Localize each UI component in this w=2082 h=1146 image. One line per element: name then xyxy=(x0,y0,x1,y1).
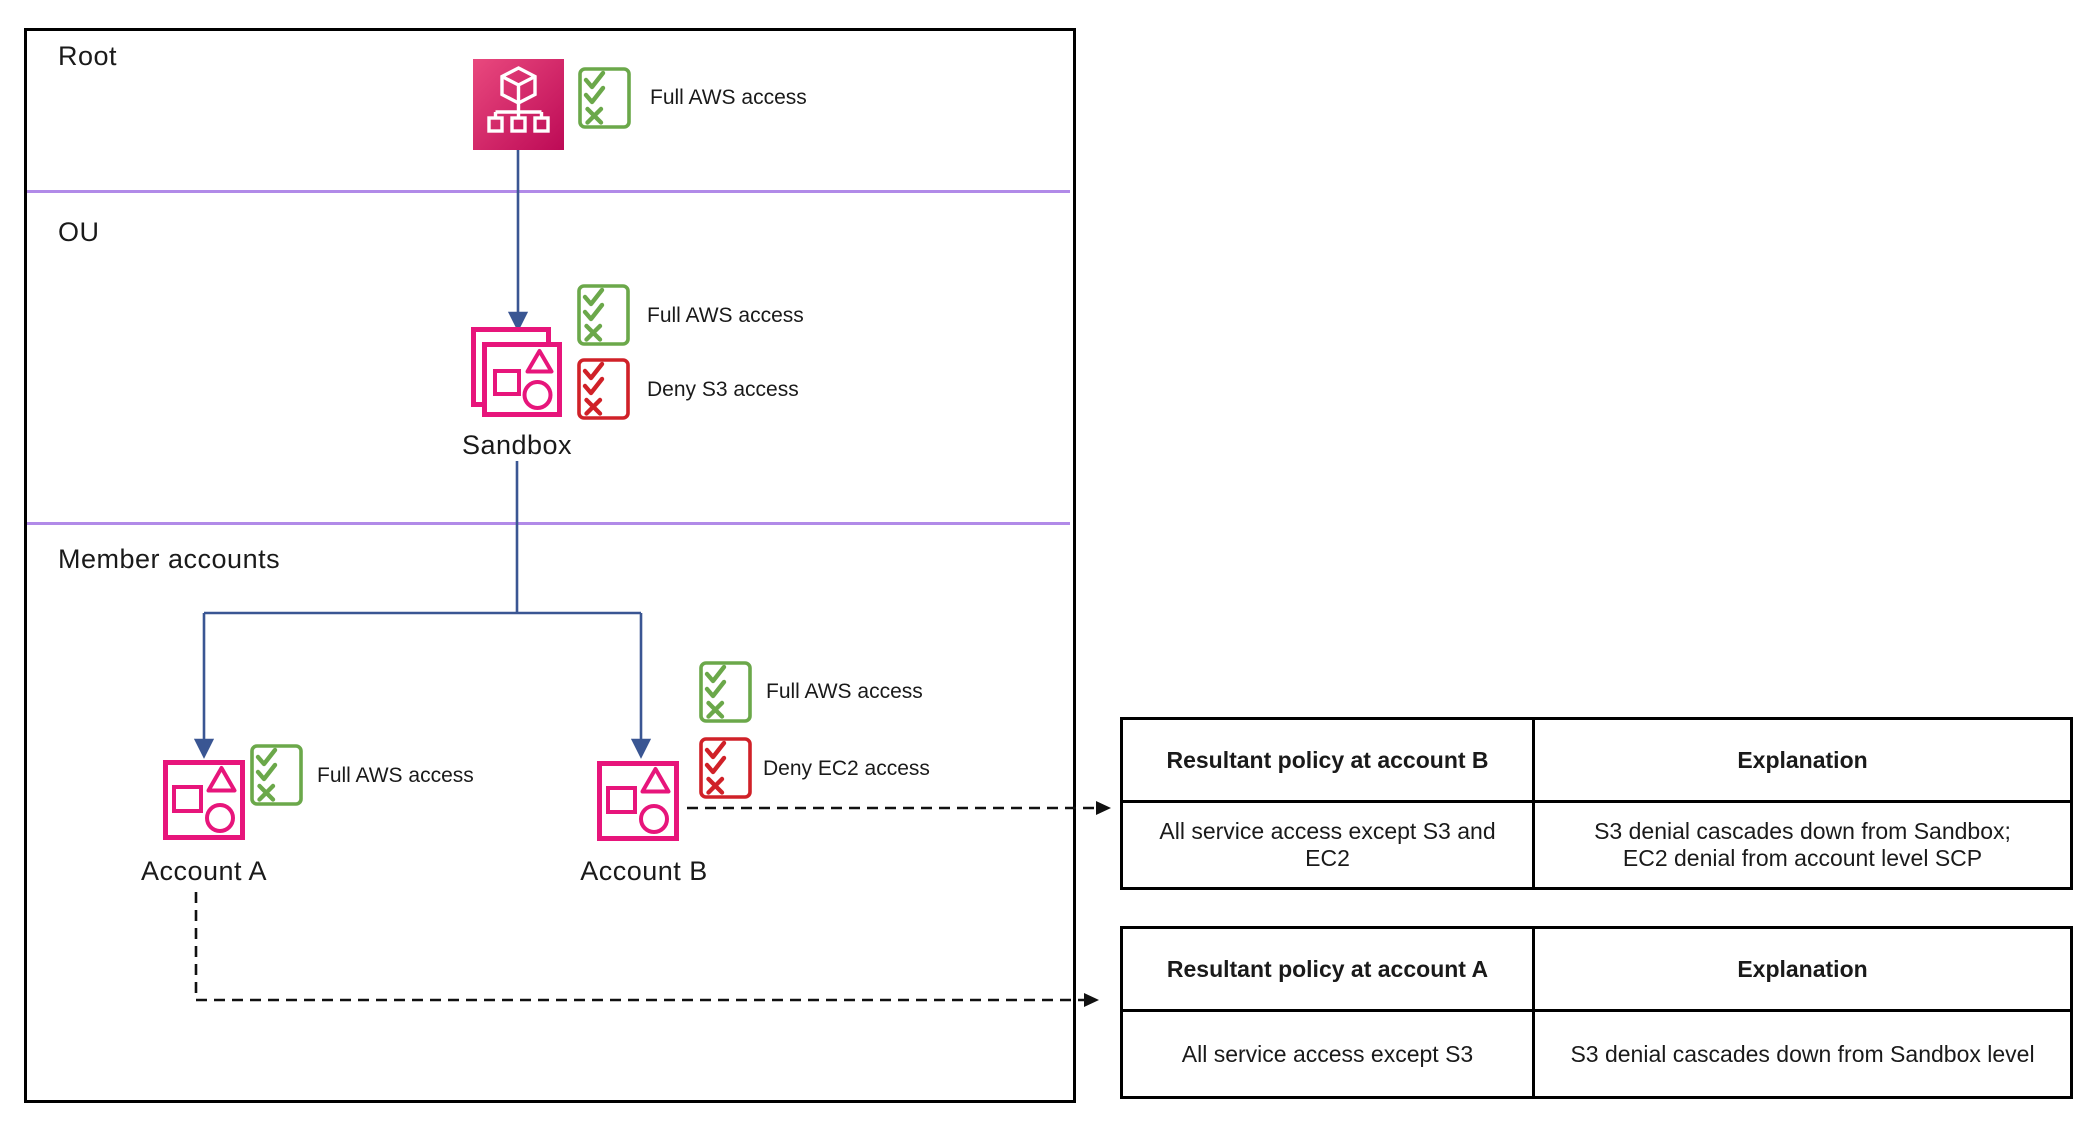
root-policy-label: Full AWS access xyxy=(650,86,807,109)
sandbox-deny-policy-label: Deny S3 access xyxy=(647,378,799,401)
header-resultant-policy-b: Resultant policy at account B xyxy=(1120,717,1535,803)
section-label-root: Root xyxy=(58,41,118,71)
policy-deny-icon xyxy=(699,737,752,799)
cell-explanation-b: S3 denial cascades down from Sandbox; EC… xyxy=(1532,800,2073,890)
header-explanation: Explanation xyxy=(1532,926,2073,1012)
account-b-allow-policy-label: Full AWS access xyxy=(766,680,923,703)
account-b-label: Account B xyxy=(580,856,708,886)
policy-allow-icon xyxy=(699,661,752,723)
cell-resultant-policy-a: All service access except S3 xyxy=(1120,1009,1535,1099)
resultant-policy-table-account-a: Resultant policy at account A Explanatio… xyxy=(1120,926,2073,1099)
policy-allow-icon xyxy=(577,284,630,346)
account-a-policy-label: Full AWS access xyxy=(317,764,474,787)
account-b-deny-policy-label: Deny EC2 access xyxy=(763,757,930,780)
organization-boundary-box xyxy=(24,28,1076,1103)
resultant-policy-table-account-b: Resultant policy at account B Explanatio… xyxy=(1120,717,2073,890)
root-ou-divider xyxy=(27,190,1070,193)
cell-resultant-policy-b: All service access except S3 and EC2 xyxy=(1120,800,1535,890)
policy-allow-icon xyxy=(250,744,303,806)
policy-deny-icon xyxy=(577,358,630,420)
section-label-member-accounts: Member accounts xyxy=(58,544,281,574)
header-explanation: Explanation xyxy=(1532,717,2073,803)
cell-explanation-a: S3 denial cascades down from Sandbox lev… xyxy=(1532,1009,2073,1099)
section-label-ou: OU xyxy=(58,217,100,247)
table-header-row: Resultant policy at account A Explanatio… xyxy=(1120,926,2073,1012)
sandbox-allow-policy-label: Full AWS access xyxy=(647,304,804,327)
table-row: All service access except S3 S3 denial c… xyxy=(1120,1009,2073,1099)
sandbox-ou-label: Sandbox xyxy=(461,430,573,460)
policy-allow-icon xyxy=(578,67,631,129)
account-b-icon xyxy=(597,761,679,841)
account-a-icon xyxy=(163,760,245,840)
org-tree-glyph xyxy=(487,66,550,133)
table-row: All service access except S3 and EC2 S3 … xyxy=(1120,800,2073,890)
account-a-label: Account A xyxy=(140,856,268,886)
ou-members-divider xyxy=(27,522,1070,525)
organizational-unit-icon xyxy=(471,327,562,417)
table-header-row: Resultant policy at account B Explanatio… xyxy=(1120,717,2073,803)
aws-organizations-root-icon xyxy=(473,59,564,150)
header-resultant-policy-a: Resultant policy at account A xyxy=(1120,926,1535,1012)
